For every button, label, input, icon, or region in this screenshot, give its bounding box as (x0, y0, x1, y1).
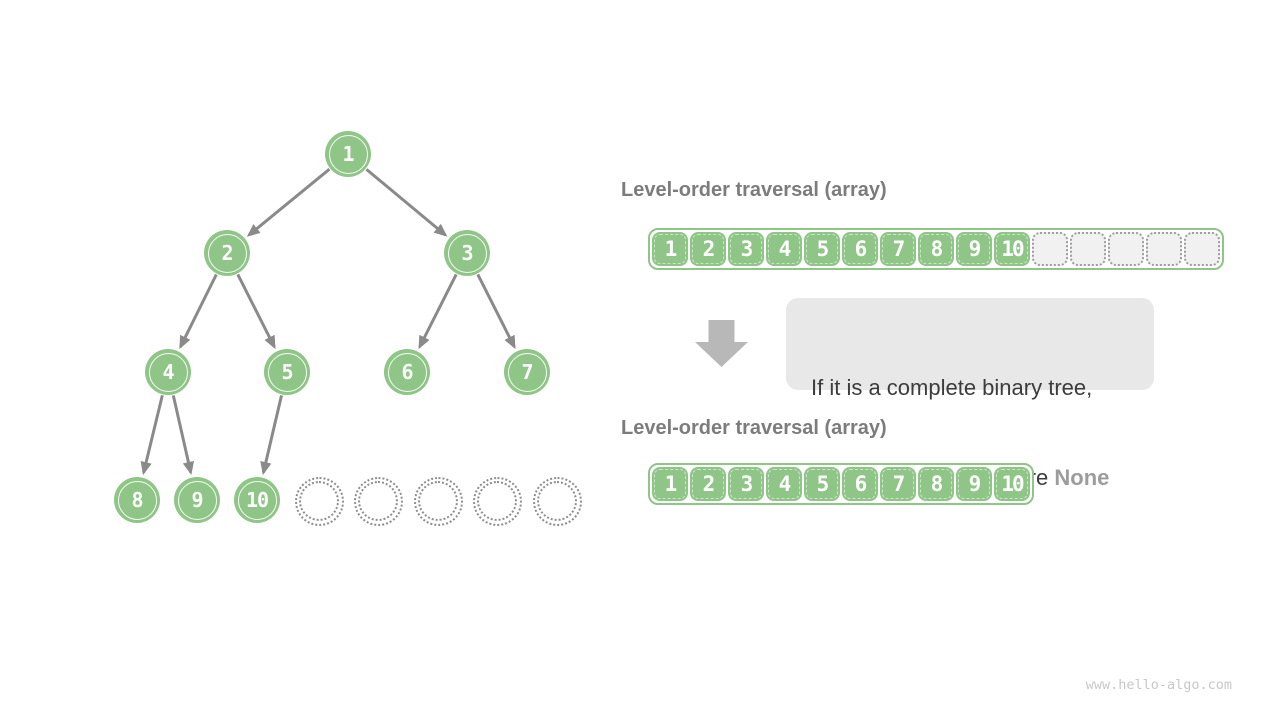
array-empty-cell (1032, 232, 1068, 266)
tree-node: 3 (444, 230, 490, 276)
array-cell: 10 (994, 232, 1030, 266)
tree-node: 8 (114, 477, 160, 523)
array-cell: 6 (842, 467, 878, 501)
note-line1: If it is a complete binary tree, (811, 375, 1093, 400)
array-cell: 4 (766, 232, 802, 266)
array-empty-cell (1184, 232, 1220, 266)
note-box: If it is a complete binary tree, there i… (786, 298, 1154, 490)
tree-node: 1 (325, 131, 371, 177)
tree-edge (171, 395, 194, 476)
tree-edge (365, 168, 448, 237)
note-none-label: None (1054, 465, 1110, 490)
tree-edge (236, 273, 276, 350)
array-cell: 3 (728, 467, 764, 501)
array-cell: 8 (918, 232, 954, 266)
tree-edge (260, 395, 283, 476)
array-cell: 6 (842, 232, 878, 266)
tree-node: 10 (234, 477, 280, 523)
array-cell: 2 (690, 232, 726, 266)
tree-edge (246, 168, 331, 237)
tree-node: 2 (204, 230, 250, 276)
tree-node: 4 (145, 349, 191, 395)
watermark: www.hello-algo.com (1085, 677, 1232, 693)
empty-node-placeholder (472, 476, 522, 526)
empty-node-placeholder (294, 476, 344, 526)
tree-node: 7 (504, 349, 550, 395)
tree-node: 6 (384, 349, 430, 395)
tree-node: 5 (264, 349, 310, 395)
array-cell: 7 (880, 467, 916, 501)
empty-node-placeholder (413, 476, 463, 526)
array-empty-cell (1146, 232, 1182, 266)
array-empty-cell (1108, 232, 1144, 266)
array-cell: 4 (766, 467, 802, 501)
array-cell: 5 (804, 232, 840, 266)
down-arrow-icon (695, 320, 748, 367)
tree-edge (476, 273, 516, 350)
tree-edge (140, 394, 164, 476)
bottom-array-title: Level-order traversal (array) (621, 417, 887, 439)
tree-edge (418, 273, 458, 350)
array-cell: 9 (956, 467, 992, 501)
array-cell: 9 (956, 232, 992, 266)
empty-node-placeholder (532, 476, 582, 526)
array-cell: 10 (994, 467, 1030, 501)
top-array-title: Level-order traversal (array) (621, 179, 887, 201)
array-cell: 8 (918, 467, 954, 501)
empty-node-placeholder (353, 476, 403, 526)
array-cell: 3 (728, 232, 764, 266)
array-cell: 7 (880, 232, 916, 266)
array-cell: 2 (690, 467, 726, 501)
array-cell: 1 (652, 232, 688, 266)
array-cell: 5 (804, 467, 840, 501)
tree-edge (179, 273, 218, 350)
array-cell: 1 (652, 467, 688, 501)
tree-node: 9 (174, 477, 220, 523)
array-empty-cell (1070, 232, 1106, 266)
